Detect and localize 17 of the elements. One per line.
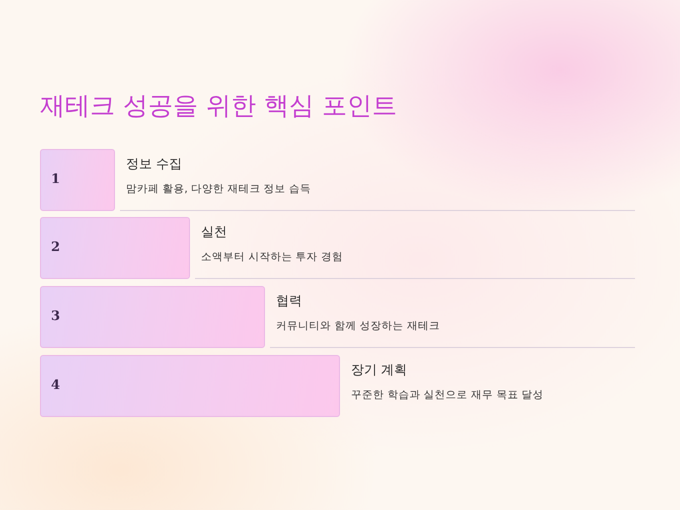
step-number: 4 [51, 378, 60, 394]
step-description: 소액부터 시작하는 투자 경험 [201, 250, 344, 265]
step-heading: 협력 [276, 293, 302, 311]
page-title: 재테크 성공을 위한 핵심 포인트 [40, 90, 397, 122]
step-card [40, 286, 265, 348]
step-description: 커뮤니티와 함께 성장하는 재테크 [276, 319, 440, 334]
step-description: 꾸준한 학습과 실천으로 재무 목표 달성 [351, 388, 544, 403]
step-card [40, 355, 340, 417]
step-description: 맘카페 활용, 다양한 재테크 정보 습득 [126, 182, 312, 197]
step-number: 2 [51, 240, 60, 256]
step-heading: 실천 [201, 224, 227, 242]
step-card [40, 217, 190, 279]
step-heading: 장기 계획 [351, 362, 408, 380]
step-number: 3 [51, 309, 60, 325]
step-card [40, 149, 115, 211]
step-number: 1 [51, 172, 60, 188]
step-heading: 정보 수집 [126, 156, 182, 174]
